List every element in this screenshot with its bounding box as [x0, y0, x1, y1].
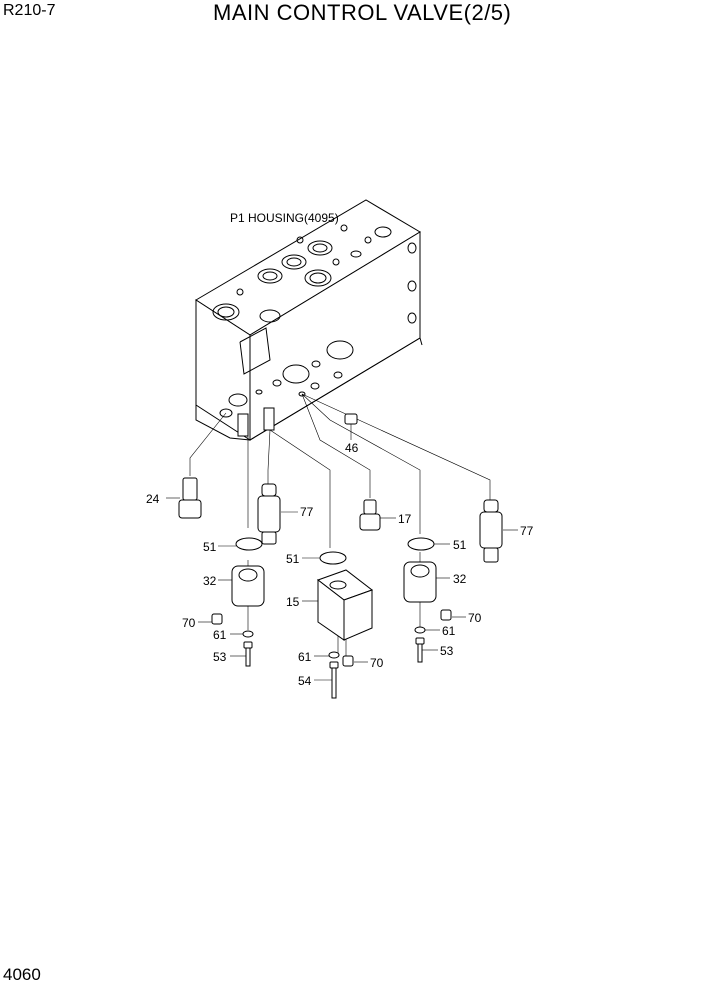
callout-70: 70 — [468, 611, 482, 625]
part-70-plug-right — [440, 609, 452, 621]
page-title: MAIN CONTROL VALVE(2/5) — [213, 0, 512, 25]
assembly-lines — [189, 393, 491, 660]
callout-53: 53 — [440, 644, 454, 658]
housing-tab — [237, 413, 249, 437]
p1-housing — [195, 199, 423, 441]
callout-70: 70 — [182, 616, 196, 630]
callout-32: 32 — [453, 572, 467, 586]
part-61-washer-left — [242, 630, 254, 638]
part-70-plug-left — [211, 613, 223, 625]
part-51-o-ring-right — [407, 537, 435, 551]
part-61-washer-center — [328, 651, 340, 659]
callout-leaders — [166, 424, 518, 681]
callout-61: 61 — [298, 650, 312, 664]
callout-54: 54 — [298, 674, 312, 688]
callout-77: 77 — [520, 524, 534, 538]
part-70-plug-center — [342, 655, 354, 667]
part-53-bolt-left — [243, 641, 253, 667]
part-15-block — [316, 569, 374, 641]
callout-51: 51 — [286, 552, 300, 566]
callout-17: 17 — [398, 512, 412, 526]
callout-61: 61 — [213, 628, 227, 642]
callout-15: 15 — [286, 595, 300, 609]
part-51-o-ring-center — [319, 551, 347, 565]
part-32-cover-left — [231, 565, 265, 607]
callout-24: 24 — [146, 492, 160, 506]
part-46-plug — [344, 413, 358, 425]
part-17-plug — [359, 499, 381, 531]
callout-77: 77 — [300, 505, 314, 519]
part-24-plug — [178, 477, 202, 519]
part-77-relief-valve-right — [479, 499, 503, 563]
callout-46: 46 — [345, 441, 359, 455]
part-61-washer-right — [414, 626, 426, 634]
callout-32: 32 — [203, 574, 217, 588]
callout-61: 61 — [442, 624, 456, 638]
page-number: 4060 — [3, 965, 41, 984]
model-code: R210-7 — [3, 2, 56, 19]
housing-label: P1 HOUSING(4095) — [230, 211, 339, 225]
housing-tab — [263, 407, 275, 431]
callout-51: 51 — [453, 538, 467, 552]
part-54-bolt — [329, 661, 339, 699]
callout-70: 70 — [370, 656, 384, 670]
callout-51: 51 — [203, 540, 217, 554]
part-32-cover-right — [403, 561, 437, 603]
part-53-bolt-right — [415, 637, 425, 663]
callout-53: 53 — [213, 650, 227, 664]
part-77-relief-valve-left — [257, 483, 281, 545]
part-51-o-ring-left — [235, 537, 263, 551]
